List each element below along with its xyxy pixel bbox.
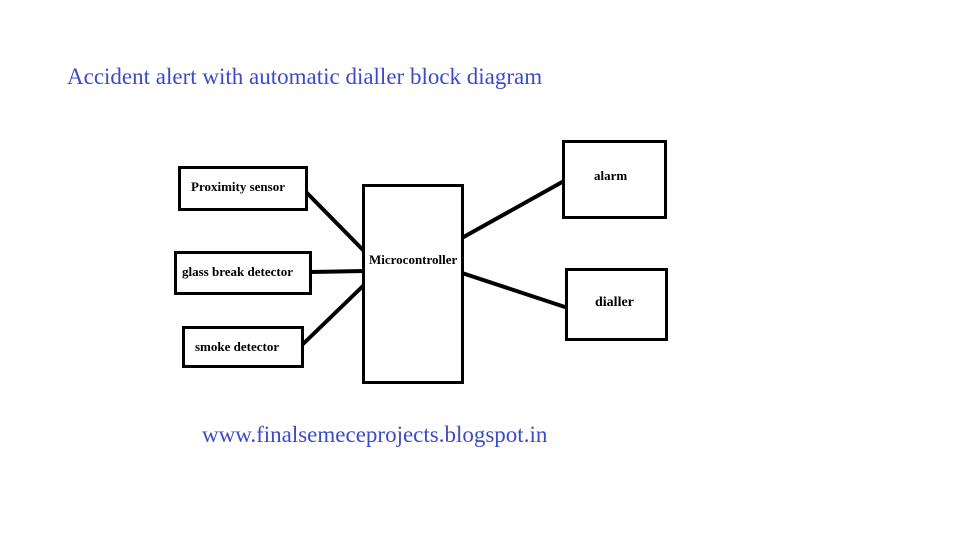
glass-break-detector-block: glass break detector: [174, 251, 312, 295]
diagram-title: Accident alert with automatic dialler bl…: [67, 64, 543, 89]
footer-url: www.finalsemeceprojects.blogspot.in: [202, 422, 548, 447]
line-smoke-to-microcontroller: [300, 283, 366, 347]
smoke-detector-label: smoke detector: [195, 339, 280, 354]
line-microcontroller-to-dialler: [460, 271, 570, 310]
line-proximity-to-microcontroller: [304, 190, 366, 253]
line-microcontroller-to-alarm: [458, 179, 566, 241]
alarm-block: alarm: [562, 140, 667, 219]
smoke-detector-block: smoke detector: [182, 326, 304, 368]
dialler-block: dialler: [565, 268, 668, 341]
proximity-sensor-label: Proximity sensor: [191, 179, 285, 194]
glass-break-detector-label: glass break detector: [182, 264, 293, 279]
proximity-sensor-block: Proximity sensor: [178, 166, 308, 211]
microcontroller-block: Microcontroller: [362, 184, 464, 384]
alarm-label: alarm: [594, 168, 628, 183]
dialler-label: dialler: [595, 295, 634, 310]
line-glass-to-microcontroller: [309, 269, 366, 274]
microcontroller-label: Microcontroller: [369, 252, 458, 267]
